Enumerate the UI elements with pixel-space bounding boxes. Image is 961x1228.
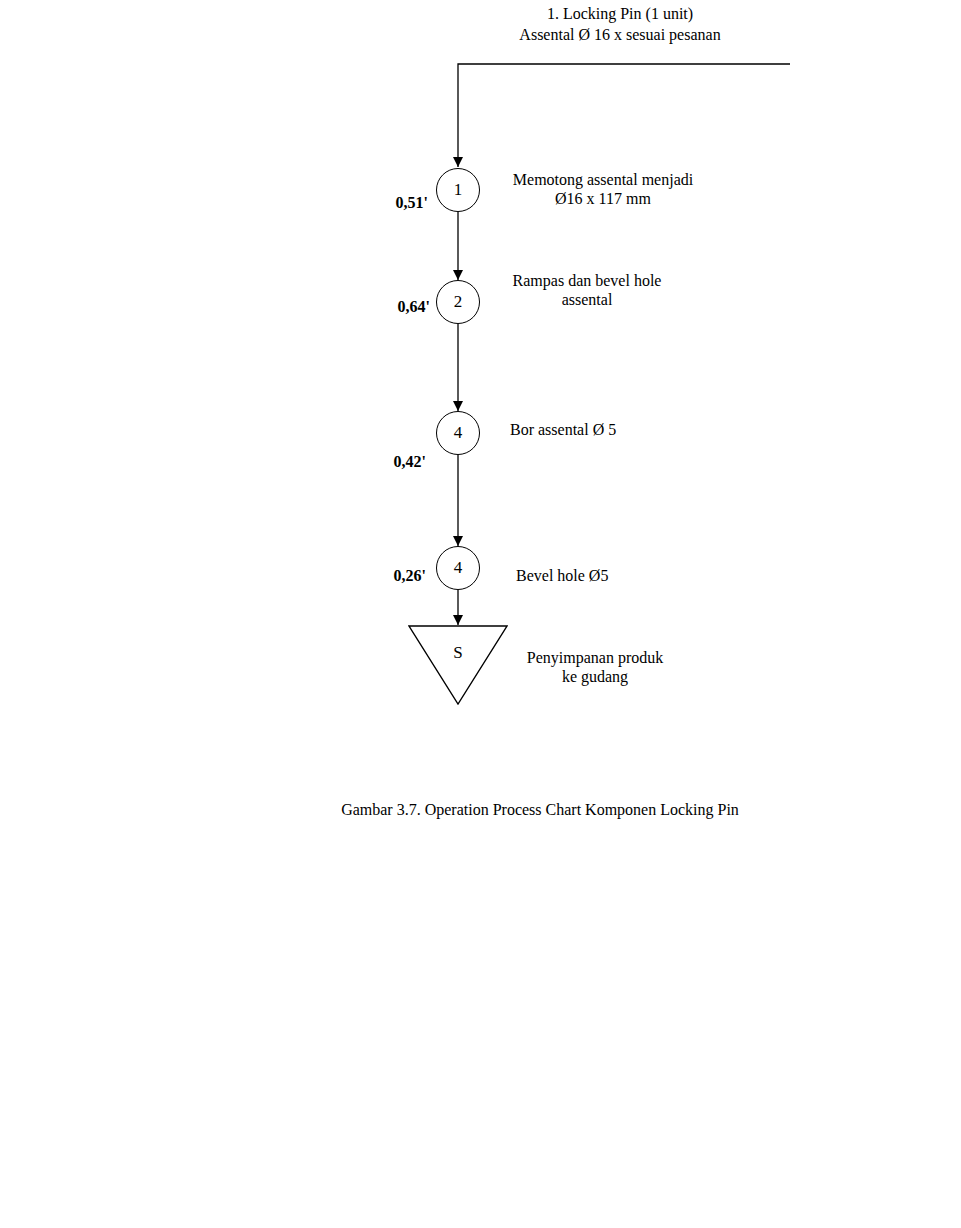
operation-number: 4 xyxy=(454,558,463,578)
storage-triangle: S xyxy=(408,625,508,705)
operation-text: Rampas dan bevel hole assental xyxy=(512,271,662,309)
material-spec: Assental Ø 16 x sesuai pesanan xyxy=(470,25,770,44)
input-line xyxy=(458,64,790,167)
operation-circle: 1 xyxy=(436,168,480,212)
time-value: 0,42' xyxy=(350,452,426,471)
time-value: 0,26' xyxy=(350,566,426,585)
storage-symbol: S xyxy=(453,643,462,663)
figure-caption: Gambar 3.7. Operation Process Chart Komp… xyxy=(150,800,930,819)
time-value: 0,51' xyxy=(350,193,428,212)
operation-text: Bevel hole Ø5 xyxy=(516,566,676,585)
storage-text: Penyimpanan produk ke gudang xyxy=(520,648,670,686)
operation-circle: 4 xyxy=(436,546,480,590)
operation-number: 1 xyxy=(454,180,463,200)
flow-arrow xyxy=(457,455,458,546)
operation-text: Bor assental Ø 5 xyxy=(510,420,670,439)
operation-circle: 2 xyxy=(436,280,480,324)
operation-text: Memotong assental menjadi Ø16 x 117 mm xyxy=(508,170,698,208)
flow-arrow xyxy=(457,212,458,280)
time-value: 0,64' xyxy=(350,297,430,316)
operation-circle: 4 xyxy=(436,411,480,455)
triangle-shape xyxy=(409,626,507,704)
operation-number: 2 xyxy=(454,292,463,312)
part-title: 1. Locking Pin (1 unit) xyxy=(470,4,770,23)
operation-number: 4 xyxy=(454,423,463,443)
flow-arrow xyxy=(457,590,458,625)
triangle-outline xyxy=(408,625,508,705)
flow-arrow xyxy=(457,324,458,411)
